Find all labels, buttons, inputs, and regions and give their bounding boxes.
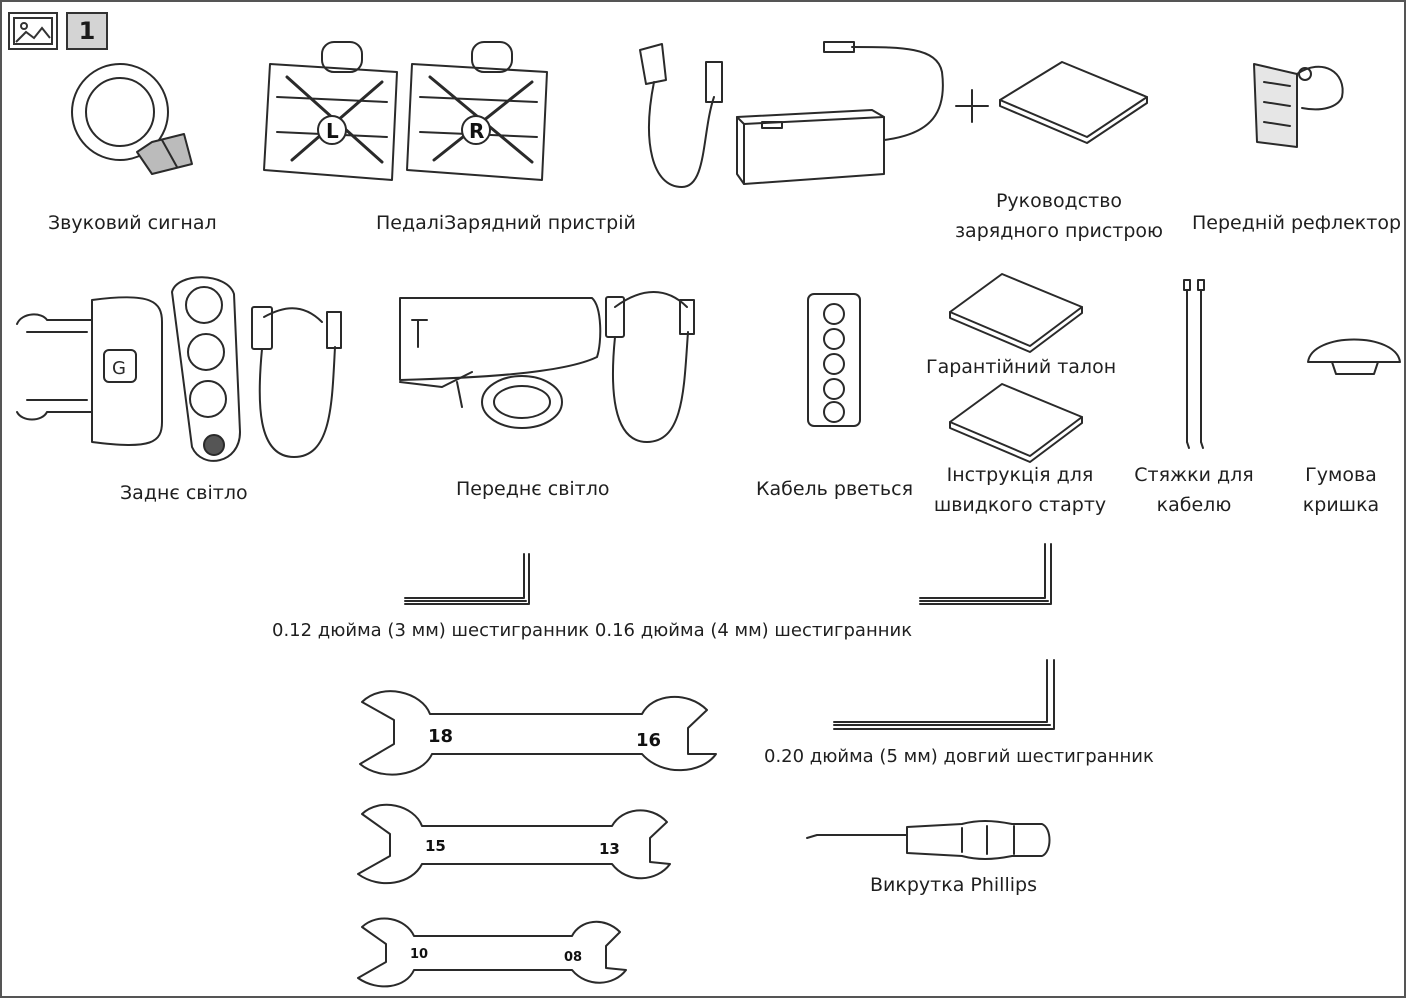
rear-light-bracket-icon bbox=[171, 276, 241, 462]
charger-brick-icon bbox=[736, 41, 944, 185]
label-hex-keys: 0.12 дюйма (3 мм) шестигранник 0.16 дюйм… bbox=[272, 620, 913, 641]
wrench-15-13-icon bbox=[357, 803, 671, 885]
label-warranty: Гарантійний талон bbox=[926, 356, 1117, 378]
cable-ties-icon bbox=[1183, 279, 1205, 449]
rubber-cap-icon bbox=[1307, 338, 1401, 375]
label-long-hex: 0.20 дюйма (5 мм) довгий шестигранник bbox=[764, 746, 1154, 767]
label-rear-light: Заднє світло bbox=[120, 482, 248, 504]
wrench-size: 16 bbox=[636, 730, 661, 751]
label-charger-manual: Руководство зарядного пристрою bbox=[954, 190, 1164, 242]
wrench-10-08-icon bbox=[357, 917, 627, 988]
label-front-light: Переднє світло bbox=[456, 478, 610, 500]
front-reflector-icon bbox=[1253, 63, 1344, 148]
pedal-left-icon bbox=[263, 41, 398, 181]
usb-cable-front-icon bbox=[605, 291, 695, 443]
pedal-left-mark: L bbox=[326, 119, 339, 143]
image-icon bbox=[8, 12, 58, 50]
wrench-size: 18 bbox=[428, 726, 453, 747]
pedal-right-mark: R bbox=[469, 119, 484, 143]
step-number: 1 bbox=[66, 12, 108, 50]
label-rubber-cap: Гумова кришка bbox=[1302, 464, 1380, 516]
hex-key-5mm-icon bbox=[833, 659, 1055, 730]
charger-manual-icon bbox=[999, 61, 1148, 144]
rear-light-icon: G bbox=[16, 296, 163, 446]
charger-cable-icon bbox=[639, 43, 723, 188]
warranty-card-icon bbox=[949, 273, 1083, 353]
usb-cable-rear-icon bbox=[251, 306, 342, 458]
screwdriver-icon bbox=[806, 820, 1051, 860]
wrench-size: 15 bbox=[425, 837, 446, 855]
hex-key-3mm-icon bbox=[404, 553, 530, 605]
hex-key-4mm-icon bbox=[919, 543, 1052, 605]
pedal-right-icon bbox=[406, 41, 548, 181]
cable-clip-icon bbox=[807, 293, 861, 427]
label-front-reflector: Передній рефлектор bbox=[1192, 212, 1402, 234]
svg-text:G: G bbox=[112, 358, 126, 379]
label-cable-breaks: Кабель рветься bbox=[756, 478, 914, 500]
wrench-size: 08 bbox=[564, 950, 582, 965]
label-quickstart: Інструкція для швидкого старту bbox=[933, 464, 1107, 516]
plus-icon bbox=[955, 89, 989, 123]
wrench-18-16-icon bbox=[359, 690, 717, 776]
label-horn: Звуковий сигнал bbox=[48, 212, 217, 234]
wrench-size: 13 bbox=[599, 840, 620, 858]
label-pedals-charger: ПедаліЗарядний пристрій bbox=[376, 212, 636, 234]
front-light-icon bbox=[399, 297, 602, 429]
quickstart-guide-icon bbox=[949, 383, 1083, 463]
bell-icon bbox=[71, 63, 193, 175]
label-cable-ties: Стяжки для кабелю bbox=[1134, 464, 1254, 516]
label-screwdriver: Викрутка Phillips bbox=[870, 874, 1037, 896]
wrench-size: 10 bbox=[410, 947, 428, 962]
